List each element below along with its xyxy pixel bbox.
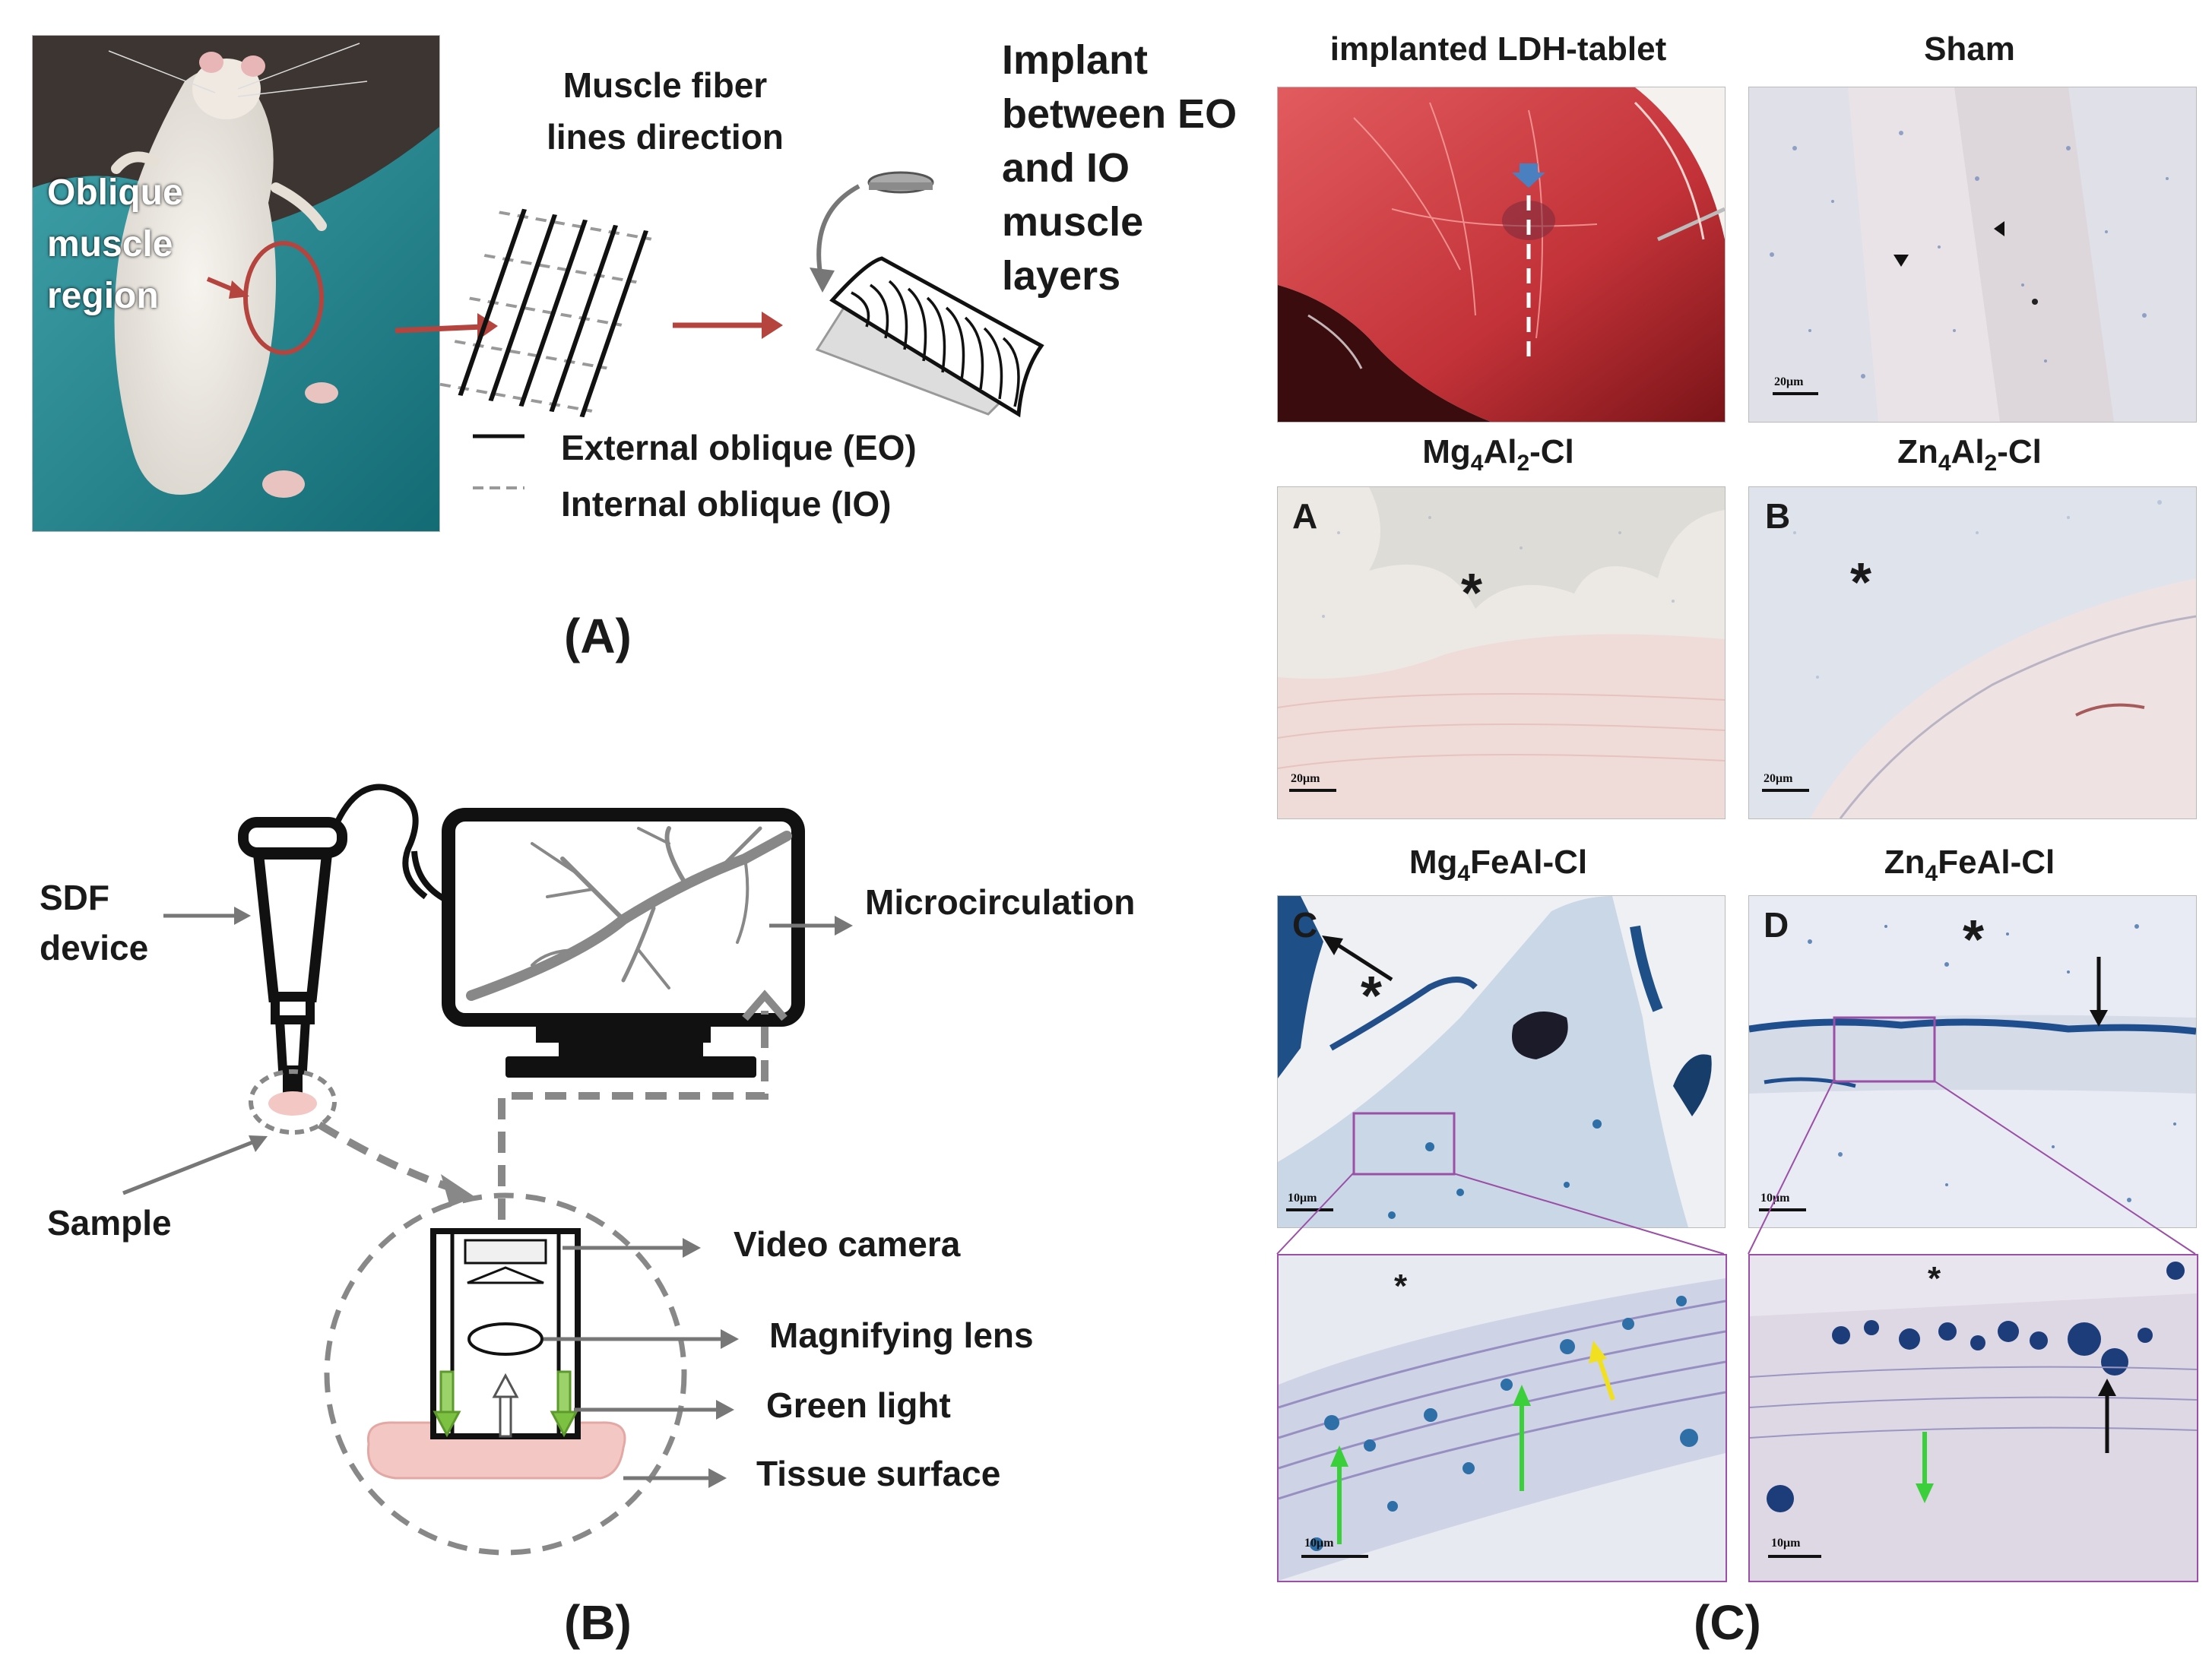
tile-letter-b: B [1765,496,1791,536]
arrowhead [762,312,783,339]
asterisk-d: * [1963,910,1985,970]
label-line: muscle [47,224,173,264]
implant-label: Implant between EO and IO muscle layers [1002,33,1237,303]
mg4feal-scale-bar [1286,1208,1333,1211]
asterisk-b: * [1850,552,1872,613]
lens [467,1322,543,1356]
label-line: Oblique [47,173,183,213]
label-line: device [40,928,149,967]
zn4al2-micrograph [1748,486,2197,819]
zn4feal-micrograph [1748,895,2197,1228]
title-sub: 4 [1457,860,1471,886]
panel-a-label: (A) [564,609,632,663]
title-zn4feal-cl: Zn4FeAl-Cl [1745,844,2194,887]
green-light-label: Green light [766,1385,951,1425]
legend-io-label: Internal oblique (IO) [561,484,892,524]
up-arrowhead [742,989,788,1021]
sample-label: Sample [47,1203,172,1243]
title-part: FeAl-Cl [1938,844,2055,881]
microcirculation-label: Microcirculation [865,882,1136,922]
sham-scale-bar [1773,392,1818,395]
asterisk-c-zoom: * [1394,1268,1408,1305]
title-part: Mg [1409,844,1458,881]
zoom-c-scale-label: 10μm [1304,1537,1334,1550]
sample-circle [249,1069,337,1135]
dashed-route [317,1011,768,1220]
mouse-photo [32,35,440,532]
title-sub: 2 [1984,450,1998,476]
title-mg4al2-cl: Mg4Al2-Cl [1274,433,1722,476]
monitor [442,808,805,1078]
arrow-photo-to-grid [395,324,483,334]
zn4feal-zoom-micrograph [1748,1254,2198,1582]
title-part: -Cl [1997,433,2042,470]
magnifying-lens-label: Magnifying lens [769,1315,1034,1355]
tissue-surface-label: Tissue surface [756,1454,1001,1493]
label-line: layers [1002,253,1121,299]
label-line: and IO [1002,145,1130,191]
title-sham: Sham [1924,30,2015,68]
oblique-muscle-label: Oblique muscle region [47,167,183,322]
title-sub: 4 [1938,450,1951,476]
video-camera-label: Video camera [734,1224,961,1264]
surgical-photo [1277,87,1726,423]
mg4al2-scale-bar [1289,789,1336,792]
title-part: Al [1483,433,1517,470]
zn4al2-scale-label: 20μm [1764,772,1793,785]
panel-c-label: (C) [1694,1595,1761,1650]
fiber-grid [439,208,652,418]
panel-b-label: (B) [564,1595,632,1650]
title-sub: 2 [1516,450,1530,476]
title-part: -Cl [1529,433,1574,470]
label-line: SDF [40,878,109,917]
title-part: FeAl-Cl [1470,844,1588,881]
label-line: lines direction [547,117,784,157]
zoom-d-scale-label: 10μm [1771,1537,1801,1550]
sdf-device [238,784,458,1093]
zoom-c-scale-bar [1301,1555,1368,1558]
mg4feal-zoom-micrograph [1277,1254,1727,1582]
label-line: Implant [1002,37,1149,83]
muscle-fiber-label: Muscle fiber lines direction [517,59,813,163]
tile-letter-a: A [1292,496,1318,536]
title-part: Al [1951,433,1985,470]
green-light-arrows [433,1370,578,1438]
zoom-d-scale-bar [1768,1555,1821,1558]
asterisk-c: * [1361,966,1383,1027]
pointer-arrows [122,907,853,1488]
title-part: Zn [1884,844,1925,881]
mg4feal-micrograph [1277,895,1726,1228]
title-part: Zn [1897,433,1938,470]
mg4al2-micrograph [1277,486,1726,819]
asterisk-a: * [1461,563,1483,624]
implant-sheet [810,171,1044,418]
zn4feal-scale-bar [1759,1208,1806,1211]
sample-disc [268,1091,317,1116]
mg4feal-scale-label: 10μm [1288,1192,1317,1205]
mg4al2-scale-label: 20μm [1291,772,1320,785]
title-part: Mg [1422,433,1471,470]
tile-letter-d: D [1764,905,1789,945]
magnified-view [324,1192,687,1556]
label-line: muscle [1002,199,1144,245]
asterisk-d-zoom: * [1928,1260,1941,1297]
title-sub: 4 [1925,860,1938,886]
title-zn4al2-cl: Zn4Al2-Cl [1745,433,2194,476]
sham-micrograph [1748,87,2197,423]
tile-letter-c: C [1292,905,1318,945]
title-sub: 4 [1470,450,1484,476]
sdf-device-label: SDF device [40,872,148,973]
label-line: region [47,276,159,316]
zn4al2-scale-bar [1762,789,1809,792]
label-line: between EO [1002,91,1238,137]
sham-scale-label: 20μm [1774,375,1804,388]
reflection-arrow [492,1372,519,1438]
label-line: Muscle fiber [563,65,768,105]
title-mg4feal-cl: Mg4FeAl-Cl [1274,844,1722,887]
title-implanted: implanted LDH-tablet [1329,30,1667,68]
legend-eo-label: External oblique (EO) [561,428,917,467]
